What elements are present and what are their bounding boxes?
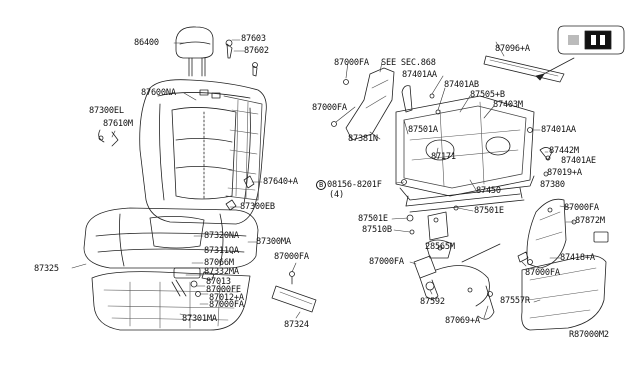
part-label-87069a: 87069+A xyxy=(445,316,480,326)
lower-center-parts xyxy=(406,211,501,320)
part-label-87501e-b: 87501E xyxy=(358,214,388,224)
part-label-87602: 87602 xyxy=(244,46,269,56)
small-parts-left xyxy=(98,39,317,313)
part-label-87557r: 87557R xyxy=(500,296,530,306)
side-trim-right xyxy=(517,198,609,331)
part-label-87401ae: 87401AE xyxy=(561,156,596,166)
part-label-87013: 87013 xyxy=(206,277,231,287)
part-label-87320na: 87320NA xyxy=(204,231,239,241)
part-label-87300ma: 87300MA xyxy=(256,237,291,247)
part-label-87311qa: 87311QA xyxy=(204,246,239,256)
part-label-87510b: 87510B xyxy=(362,225,392,235)
part-label-87501e-a: 87501E xyxy=(474,206,504,216)
part-label-87442m: 87442M xyxy=(549,146,579,156)
part-label-87300el: 87300EL xyxy=(89,106,124,116)
leader-lines xyxy=(71,39,575,319)
part-label-87401aa-b: 87401AA xyxy=(541,125,576,135)
part-label-87380: 87380 xyxy=(540,180,565,190)
part-label-87640a: 87640+A xyxy=(263,177,298,187)
bolt-symbol-b: B xyxy=(316,180,326,190)
part-label-87401aa-a: 87401AA xyxy=(402,70,437,80)
part-label-87450: 87450 xyxy=(476,186,501,196)
part-label-87171: 87171 xyxy=(431,152,456,162)
part-label-87000fa-top: 87000FA xyxy=(274,252,309,262)
part-label-87418a: 87418+A xyxy=(560,253,595,263)
part-label-87012a: 87012+A xyxy=(209,293,244,303)
part-label-87019a: 87019+A xyxy=(547,168,582,178)
headrest xyxy=(175,26,214,77)
part-label-87324: 87324 xyxy=(284,320,309,330)
part-label-28565m: 28565M xyxy=(425,242,455,252)
seat-cushion xyxy=(83,207,259,331)
part-label-87000fa-c: 87000FA xyxy=(369,257,404,267)
part-label-87300eb: 87300EB xyxy=(240,202,275,212)
part-label-87301ma: 87301MA xyxy=(182,314,217,324)
part-label-86400: 86400 xyxy=(134,38,159,48)
part-label-87000fa-a: 87000FA xyxy=(334,58,369,68)
part-label-87000fa-left: 87000FA xyxy=(209,300,244,310)
part-label-87000fa-b: 87000FA xyxy=(312,103,347,113)
label-see-sec-868: SEE SEC.868 xyxy=(381,58,436,68)
part-label-87325: 87325 xyxy=(34,264,59,274)
part-label-87592: 87592 xyxy=(420,297,445,307)
bolt-quantity: (4) xyxy=(329,190,344,200)
seat-back xyxy=(139,79,267,225)
part-label-87000fa-e: 87000FA xyxy=(525,268,560,278)
part-label-87381n: 87381N xyxy=(348,134,378,144)
part-label-87603: 87603 xyxy=(241,34,266,44)
part-label-87332ma: 87332MA xyxy=(204,267,239,277)
part-label-87066m: 87066M xyxy=(204,258,234,268)
part-label-87600na: 87600NA xyxy=(141,88,176,98)
part-label-87403m: 87403M xyxy=(493,100,523,110)
bolt-part-number: 08156-8201F xyxy=(327,180,382,190)
part-label-87501a: 87501A xyxy=(408,125,438,135)
diagram-code: R87000M2 xyxy=(569,330,609,340)
rear-rod xyxy=(483,25,625,83)
part-label-87610m: 87610M xyxy=(103,119,133,129)
part-label-87000fa-d: 87000FA xyxy=(564,203,599,213)
seat-adjuster-frame xyxy=(331,67,553,213)
part-label-87505b: 87505+B xyxy=(470,90,505,100)
part-label-87401ab: 87401AB xyxy=(444,80,479,90)
part-label-87872m: 87872M xyxy=(575,216,605,226)
part-label-87000fe: 87000FE xyxy=(206,285,241,295)
part-label-87096a: 87096+A xyxy=(495,44,530,54)
